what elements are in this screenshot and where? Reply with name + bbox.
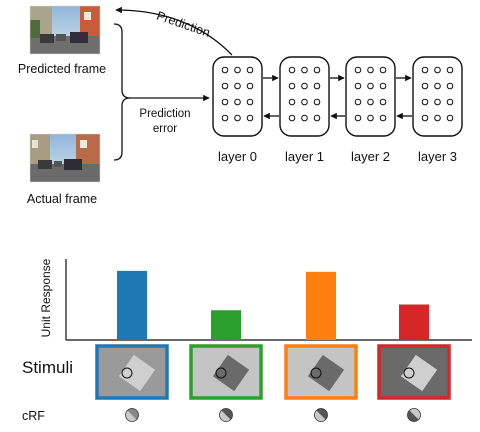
prediction-arrow-label: Prediction [155,9,212,40]
layer-3-label: layer 3 [418,149,457,164]
crf-icon-2-outline [314,408,328,422]
crf-icon-0-half [127,408,139,420]
layer-2-unit [354,82,362,90]
bar-red [399,304,429,340]
blue-stimulus-square [118,354,156,392]
stimuli-label: Stimuli [22,358,73,377]
layer-2-unit [379,82,387,90]
layer-3-unit [434,82,441,90]
layer-2-unit [367,114,374,122]
layer-2-unit [367,66,374,74]
layer-2-unit [367,98,374,106]
layer-1-unit [288,66,296,74]
layer-0-unit [246,82,254,90]
layer-1-unit [288,98,296,106]
layer-1-unit [288,114,296,122]
layer-0-unit [221,82,229,90]
stimuli-row [95,344,451,400]
layer-0-unit [234,98,241,106]
layer-3-unit [446,98,454,106]
layer-0-unit [234,66,241,74]
layer-0-unit [246,98,254,106]
layer-1-unit [301,114,308,122]
crf-icon-2 [314,408,328,422]
layer-1-unit [301,66,308,74]
layer-2-unit [354,114,362,122]
layer-3-unit [421,82,429,90]
crf-icon-3-half [409,408,421,420]
layer-1-unit [288,82,296,90]
bar-green [211,310,241,340]
layer-1-unit [313,98,321,106]
network-layers: layer 0 layer 1 layer 2 layer 3 [212,56,463,164]
layer-3-unit [434,98,441,106]
crf-icon-3-outline [407,408,421,422]
red-stimulus-crf-outline [403,367,415,379]
predicted-frame-label: Predicted frame [18,62,106,76]
layer-3-unit [446,66,454,74]
layer-1-unit [301,82,308,90]
layer-3-unit [421,114,429,122]
green-stimulus-crf-outline [215,367,227,379]
layer-1-label: layer 1 [285,149,324,164]
crf-icon-0 [125,408,139,422]
actual-frame-label: Actual frame [27,192,97,206]
layer-3-unit [446,82,454,90]
layer-1-unit [313,66,321,74]
blue-stimulus [95,344,169,400]
crf-icon-1-half [221,408,233,420]
prediction-error-label-line2: error [153,123,177,135]
layer-2-unit [354,66,362,74]
prediction-error-label-line1: Prediction [139,108,190,120]
bar-orange [306,271,336,340]
layer-1-unit [313,82,321,90]
layer-0-label: layer 0 [218,149,257,164]
red-stimulus [377,344,451,400]
layer-0-unit [234,82,241,90]
predicted-frame-image [30,6,100,54]
layer-0-unit [221,114,229,122]
orange-stimulus-crf-outline [310,367,322,379]
crf-row [125,408,421,422]
layer-2-unit [379,98,387,106]
layer-0-unit [246,66,254,74]
layer-3-unit [434,66,441,74]
blue-stimulus-crf-outline [121,367,133,379]
layer-2-unit [354,98,362,106]
layer-0-unit [221,66,229,74]
layer-0-unit [221,98,229,106]
bar-blue [117,270,147,340]
layer-3-unit [421,66,429,74]
crf-icon-3 [407,408,421,422]
orange-stimulus-square [307,354,345,392]
orange-stimulus [284,344,358,400]
layer-3-unit [421,98,429,106]
layer-2-label: layer 2 [351,149,390,164]
unit-response-chart: Unit Response [39,258,472,341]
actual-frame-image [30,134,100,182]
layer-2-unit [379,114,387,122]
y-axis-label: Unit Response [39,258,53,337]
comparison-bracket [113,23,131,161]
layer-1-unit [301,98,308,106]
crf-icon-0-outline [125,408,139,422]
crf-icon-1 [219,408,233,422]
layer-3-unit [446,114,454,122]
crf-icon-2-half [316,408,328,420]
layer-2-unit [367,82,374,90]
layer-2-unit [379,66,387,74]
layer-0-unit [234,114,241,122]
crf-label: cRF [22,409,45,423]
prediction-arrow [115,6,233,56]
green-stimulus-square [212,354,250,392]
layer-3-unit [434,114,441,122]
layer-1-unit [313,114,321,122]
red-stimulus-square [400,354,438,392]
layer-0-unit [246,114,254,122]
crf-icon-1-outline [219,408,233,422]
green-stimulus [189,344,263,400]
